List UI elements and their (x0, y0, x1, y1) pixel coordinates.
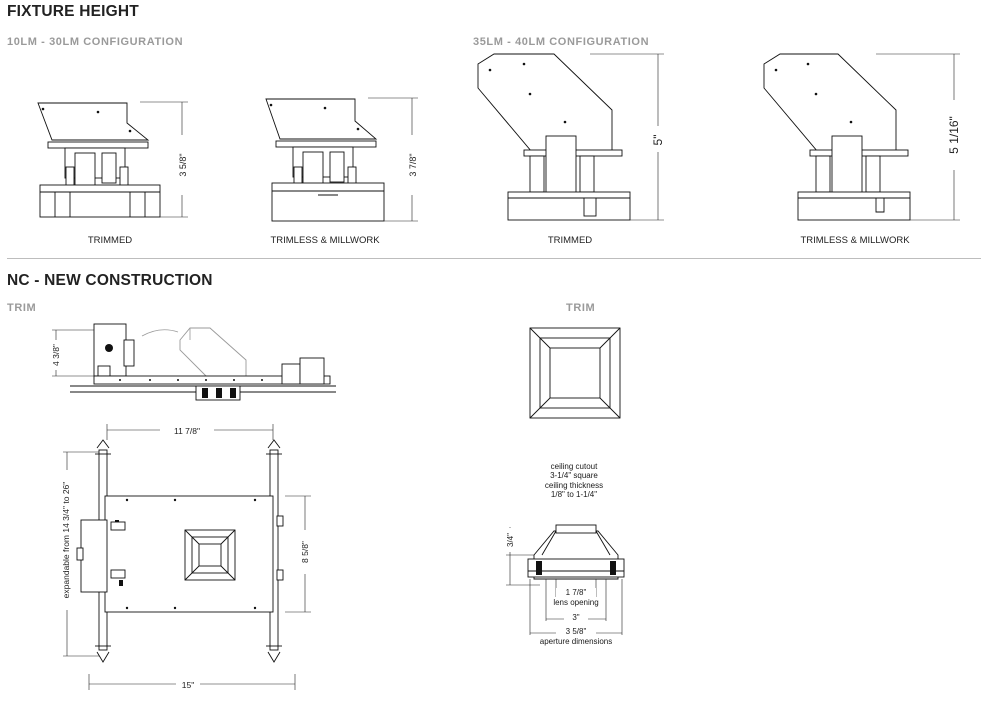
svg-text:15": 15" (182, 680, 194, 690)
svg-text:5 1/16": 5 1/16" (947, 116, 961, 154)
cutout-note-line-2: 3-1/4" square (550, 471, 598, 481)
cutout-note: ceiling cutout 3-1/4" square ceiling thi… (520, 462, 628, 500)
svg-text:4 3/8": 4 3/8" (51, 344, 61, 366)
fixture-35-40-trimless-drawing (763, 53, 960, 221)
dim-3-4: 3/4" (504, 528, 516, 552)
fixture-10-30-trimmed-drawing (37, 101, 188, 218)
cutout-note-line-4: 1/8" to 1-1/4" (550, 490, 598, 500)
nc-side-elevation-drawing (52, 323, 336, 401)
dim-lens-size: 1 7/8" (556, 588, 596, 597)
nc-left-trim-label: TRIM (7, 302, 37, 314)
svg-text:3/4": 3/4" (506, 533, 515, 547)
caption-trimmed-1: TRIMMED (87, 235, 133, 246)
dim-expandable: expandable from 14 3/4" to 26" (60, 470, 72, 610)
svg-text:expandable from 14 3/4" to 26": expandable from 14 3/4" to 26" (61, 482, 71, 599)
svg-text:11 7/8": 11 7/8" (174, 426, 200, 436)
nc-title: NC - NEW CONSTRUCTION (7, 272, 213, 289)
caption-trimmed-2: TRIMMED (547, 235, 593, 246)
svg-text:5": 5" (651, 135, 665, 146)
nc-right-trim-label: TRIM (566, 302, 596, 314)
nc-trim-plan-drawing (529, 327, 621, 419)
dim-15: 15" (176, 678, 200, 692)
dim-3-5-8-aperture: 3 5/8" (556, 627, 596, 636)
dim-5: 5" (651, 126, 665, 152)
svg-text:8 5/8": 8 5/8" (300, 541, 310, 563)
config-b-title: 35LM - 40LM CONFIGURATION (473, 36, 650, 48)
aperture-label: aperture dimensions (539, 637, 613, 646)
section-divider (7, 258, 981, 259)
cutout-note-line-1: ceiling cutout (550, 462, 598, 471)
fixture-35-40-trimmed-drawing (477, 53, 664, 221)
fixture-height-title: FIXTURE HEIGHT (7, 3, 139, 20)
dim-3-5-8: 3 5/8" (175, 135, 189, 195)
dim-3-7-8: 3 7/8" (405, 135, 419, 195)
dim-5-1-16: 5 1/16" (947, 100, 961, 170)
lens-opening-label: lens opening (553, 598, 599, 607)
dim-11-7-8: 11 7/8" (160, 424, 214, 438)
cutout-note-line-3: ceiling thickness (544, 480, 604, 490)
caption-trimless-2: TRIMLESS & MILLWORK (800, 235, 910, 246)
nc-plan-view-drawing (63, 424, 311, 690)
dim-8-5-8: 8 5/8" (299, 530, 311, 574)
dim-4-3-8: 4 3/8" (50, 340, 62, 370)
config-a-title: 10LM - 30LM CONFIGURATION (7, 36, 184, 48)
svg-text:3 7/8": 3 7/8" (408, 153, 418, 176)
dim-3: 3" (564, 613, 588, 622)
fixture-10-30-trimless-drawing (265, 97, 418, 222)
caption-trimless-1: TRIMLESS & MILLWORK (270, 235, 380, 246)
svg-text:3 5/8": 3 5/8" (178, 153, 188, 176)
